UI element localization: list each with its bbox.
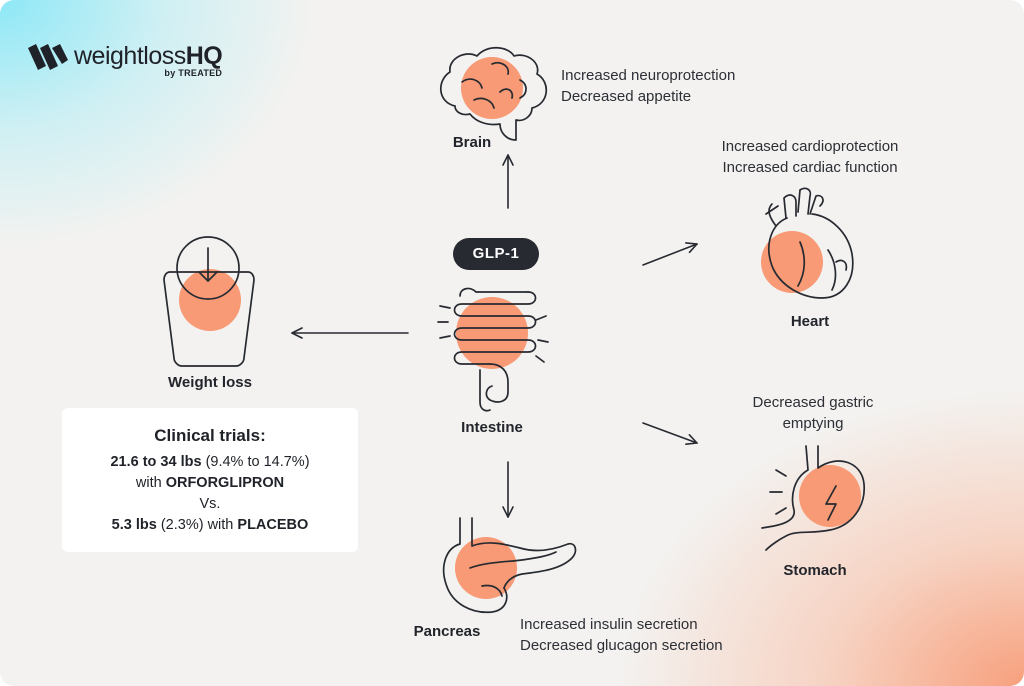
trials-vs: Vs.	[199, 496, 221, 512]
brand-mark-icon	[28, 44, 68, 70]
glp1-badge: GLP-1	[453, 238, 539, 270]
heart-label: Heart	[790, 313, 830, 330]
brain-effect-1: Increased neuroprotection	[561, 67, 736, 84]
brand-wordmark: weightlossHQ by TREATED	[74, 42, 223, 78]
stomach-icon	[761, 445, 865, 551]
trials-with-word: with	[135, 475, 162, 491]
brain-effects: Increased neuroprotection Decreased appe…	[561, 65, 735, 107]
pancreas-label: Pancreas	[413, 623, 481, 640]
trials-drug-name: ORFORGLIPRON	[165, 475, 285, 491]
heart-effect-1: Increased cardioprotection	[721, 138, 899, 155]
heart-effects: Increased cardioprotection Increased car…	[690, 136, 930, 178]
trials-drug-line: with ORFORGLIPRON	[62, 473, 358, 494]
stomach-label: Stomach	[783, 562, 847, 579]
trials-placebo-percent: (2.3%) with	[160, 517, 234, 533]
trials-drug-range: 21.6 to 34 lbs	[110, 454, 202, 470]
intestine-label: Intestine	[461, 419, 523, 436]
stomach-effect-1: Decreased gastric	[752, 394, 874, 411]
heart-effect-2: Increased cardiac function	[722, 159, 898, 176]
stomach-effects: Decreased gastric emptying	[733, 392, 893, 434]
trials-placebo-result: 5.3 lbs (2.3%) with PLACEBO	[62, 515, 358, 536]
clinical-trials-card: Clinical trials: 21.6 to 34 lbs (9.4% to…	[62, 408, 358, 552]
brand-name-regular: weightloss	[74, 42, 186, 70]
heart-icon	[761, 187, 854, 299]
intestine-icon	[437, 287, 549, 412]
pancreas-icon	[442, 517, 577, 614]
weight-loss-label: Weight loss	[168, 374, 252, 391]
brand-byline: by TREATED	[164, 68, 223, 78]
scale-icon	[163, 236, 255, 367]
brain-label: Brain	[452, 134, 492, 151]
stomach-effect-2: emptying	[782, 415, 844, 432]
trials-placebo-amount: 5.3 lbs	[111, 517, 157, 533]
brain-effect-2: Decreased appetite	[561, 88, 692, 105]
trials-drug-percent: (9.4% to 14.7%)	[205, 454, 310, 470]
arrow-to-heart	[642, 242, 698, 266]
pancreas-effect-2: Decreased glucagon secretion	[520, 637, 723, 654]
brain-icon	[440, 46, 547, 141]
pancreas-effects: Increased insulin secretion Decreased gl…	[520, 614, 723, 656]
trials-title: Clinical trials:	[154, 426, 266, 445]
brand-name-bold: HQ	[185, 42, 223, 70]
arrow-to-stomach	[642, 422, 698, 446]
pancreas-effect-1: Increased insulin secretion	[520, 616, 698, 633]
trials-drug-result: 21.6 to 34 lbs (9.4% to 14.7%)	[62, 452, 358, 473]
brand-logo[interactable]: weightlossHQ by TREATED	[26, 42, 223, 78]
trials-placebo-name: PLACEBO	[237, 517, 309, 533]
